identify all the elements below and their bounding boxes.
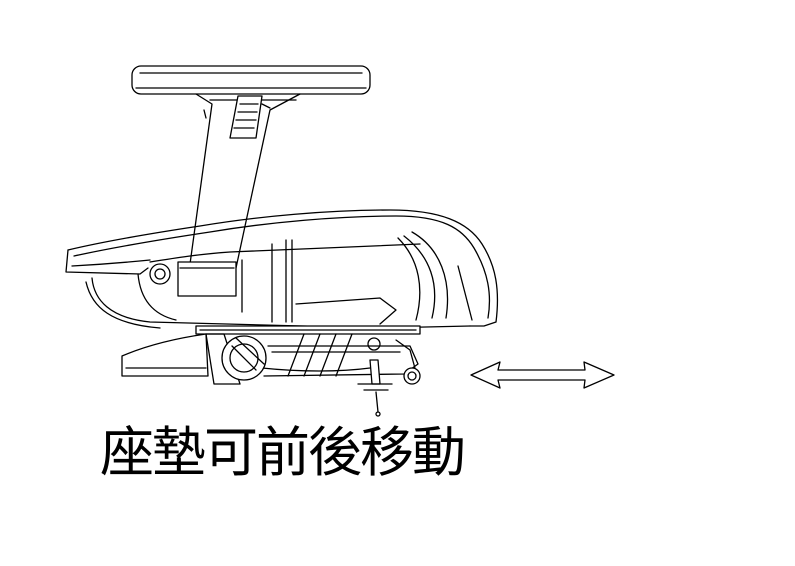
tension-knob [222, 336, 266, 380]
seat-cushion [66, 210, 497, 326]
armrest-bracket [150, 262, 236, 296]
tilt-mechanism [122, 334, 418, 384]
gas-lift-valve [358, 338, 392, 416]
seat-slide-plate [196, 326, 420, 334]
armrest-release-button [230, 96, 262, 138]
caption-text: 座墊可前後移動 [100, 421, 466, 484]
seat-slide-lever [396, 340, 420, 384]
seat-pan [86, 240, 470, 328]
armrest-pad [132, 66, 370, 94]
double-headed-horizontal-arrow-icon [471, 362, 614, 388]
